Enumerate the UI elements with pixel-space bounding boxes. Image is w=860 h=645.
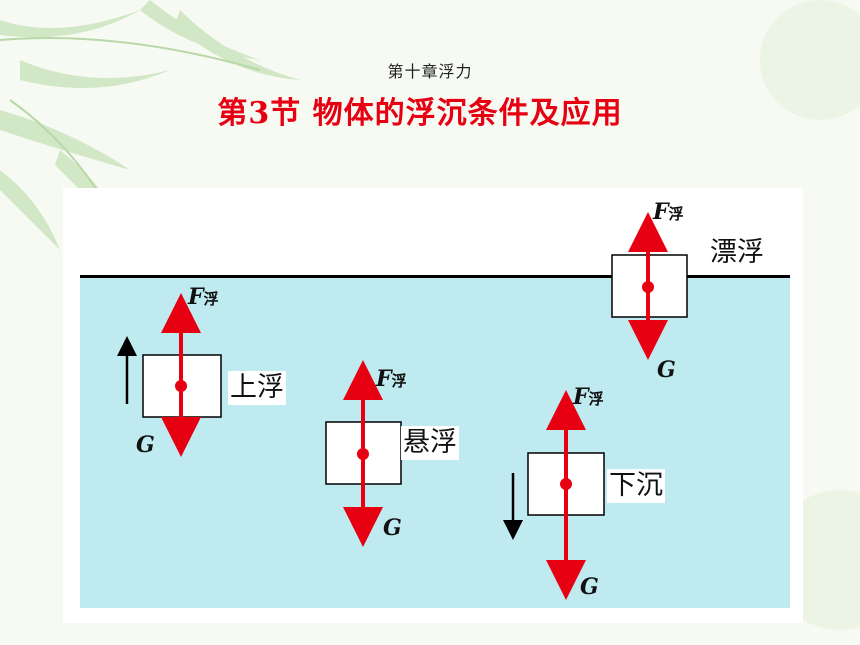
label-rise: 上浮 [228, 371, 286, 405]
label-suspend: 悬浮 [401, 426, 459, 460]
page-title: 第3节 物体的浮沉条件及应用 [217, 96, 623, 131]
rise-center-dot [175, 380, 187, 392]
float-weight-label: G [657, 357, 676, 383]
float-center-dot [642, 281, 654, 293]
suspend-weight-label: G [383, 515, 402, 541]
rise-buoyancy-label: F浮 [188, 284, 219, 310]
label-float: 漂浮 [710, 237, 764, 268]
water-surface-line [80, 275, 790, 278]
sink-weight-label: G [580, 574, 599, 600]
sink-buoyancy-label: F浮 [573, 384, 604, 410]
chapter-heading: 第十章浮力 [387, 62, 473, 81]
suspend-buoyancy-label: F浮 [376, 366, 407, 392]
suspend-center-dot [357, 448, 369, 460]
rise-weight-label: G [136, 432, 155, 458]
float-buoyancy-label: F浮 [653, 199, 684, 225]
label-sink: 下沉 [607, 469, 665, 503]
sink-center-dot [560, 478, 572, 490]
